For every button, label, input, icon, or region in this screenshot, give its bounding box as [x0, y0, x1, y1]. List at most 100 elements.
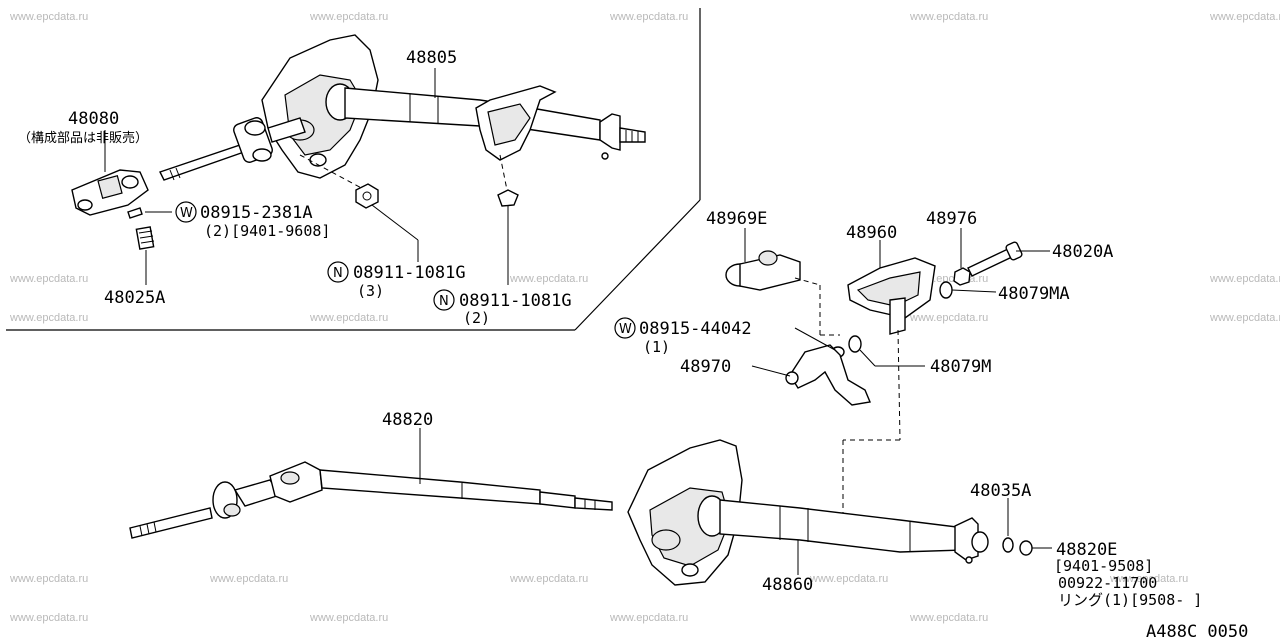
label-08911-1081G-a-qty: (3)	[357, 282, 384, 300]
joint-cap	[77, 199, 93, 211]
label-08911-1081G-b-qty: (2)	[463, 309, 490, 327]
bolt-48020A	[967, 247, 1015, 277]
shaft-end-collar	[599, 113, 621, 151]
washer-symbol: W	[175, 201, 197, 223]
bolt-48020A-head	[1005, 241, 1023, 261]
clamp-48969E-body	[739, 254, 801, 291]
label-48020A: 48020A	[1052, 242, 1113, 262]
bracket-group	[725, 241, 1023, 520]
clip-nut	[497, 189, 519, 207]
column-tube	[344, 87, 601, 141]
lower-bracket-hole	[681, 563, 699, 577]
lower-bracket-hole	[651, 529, 681, 551]
watermark: www.epcdata.ru	[609, 612, 688, 624]
intermediate-shaft	[159, 144, 246, 181]
label-08915-2381A-qty: (2)[9401-9608]	[204, 222, 330, 240]
label-08915-2381A: 08915-2381A	[200, 203, 313, 223]
label-48805: 48805	[406, 48, 457, 68]
label-48080: 48080	[68, 109, 119, 129]
label-ring-note: リング(1)[9508- ]	[1058, 591, 1202, 609]
bracket-48960-tab	[889, 297, 906, 335]
small-screw	[965, 556, 973, 564]
lever-48970	[789, 344, 871, 406]
watermark: www.epcdata.ru	[309, 612, 388, 624]
label-00922-11700: 00922-11700	[1058, 574, 1157, 592]
nut-symbol: N	[433, 289, 455, 311]
nut-symbol: N	[327, 261, 349, 283]
label-08915-44042-qty: (1)	[643, 338, 670, 356]
watermark: www.epcdata.ru	[309, 312, 388, 324]
label-08911-1081G-b: 08911-1081G	[459, 291, 572, 311]
watermarks: www.epcdata.ru www.epcdata.ru www.epcdat…	[9, 11, 1280, 624]
shaft-tube-48820	[319, 469, 541, 505]
drawing-code: A488C 0050	[1146, 622, 1248, 640]
joint-cap	[121, 175, 139, 189]
yoke-connector	[267, 117, 306, 143]
nut-48976	[953, 267, 971, 286]
watermark: www.epcdata.ru	[1209, 11, 1280, 23]
clamp-48969E-knob	[758, 250, 778, 266]
label-48079M: 48079M	[930, 357, 991, 377]
joint-assembly-48080	[71, 169, 155, 250]
watermark: www.epcdata.ru	[9, 573, 88, 585]
yoke-cap	[252, 148, 272, 162]
watermark: www.epcdata.ru	[909, 312, 988, 324]
watermark: www.epcdata.ru	[9, 612, 88, 624]
shaft-tube-48820-tip	[574, 497, 613, 511]
label-48035A: 48035A	[970, 481, 1031, 501]
nut-symbol-letter: N	[333, 266, 343, 281]
watermark: www.epcdata.ru	[509, 573, 588, 585]
watermark: www.epcdata.ru	[1209, 312, 1280, 324]
column-tube-48860-opening	[971, 531, 989, 553]
lever-pivot	[785, 371, 799, 385]
upper-joint-cap	[280, 471, 300, 485]
ring-48035A	[1002, 537, 1014, 553]
label-48860: 48860	[762, 575, 813, 595]
washer-symbol-letter: W	[619, 322, 632, 337]
label-48079MA: 48079MA	[998, 284, 1070, 304]
leader-lines-bracket	[744, 228, 1050, 377]
label-48969E: 48969E	[706, 209, 767, 229]
bolt-48025A	[135, 226, 155, 250]
watermark: www.epcdata.ru	[1109, 573, 1188, 585]
column-tube-48860-end	[954, 517, 979, 561]
column-assembly-48860	[627, 439, 1052, 586]
watermark: www.epcdata.ru	[809, 573, 888, 585]
watermark: www.epcdata.ru	[609, 11, 688, 23]
label-48960: 48960	[846, 223, 897, 243]
lower-joint-cap	[223, 503, 241, 517]
watermark: www.epcdata.ru	[509, 273, 588, 285]
shaft-tube-48820-end	[539, 491, 576, 509]
nut-08911-b	[497, 189, 519, 207]
label-08911-1081G-a: 08911-1081G	[353, 263, 466, 283]
nut-symbol-letter: N	[439, 294, 449, 309]
yoke-cap	[244, 120, 266, 136]
washer-symbol: W	[614, 317, 636, 339]
label-48080-note: （構成部品は非販売）	[18, 130, 148, 146]
watermark: www.epcdata.ru	[209, 573, 288, 585]
watermark: www.epcdata.ru	[309, 11, 388, 23]
label-48970: 48970	[680, 357, 731, 377]
label-48025A: 48025A	[104, 288, 165, 308]
hex-nut	[355, 183, 379, 209]
watermark: www.epcdata.ru	[9, 11, 88, 23]
label-48820E-range: [9401-9508]	[1054, 557, 1153, 575]
label-48976: 48976	[926, 209, 977, 229]
label-48820E: 48820E	[1056, 540, 1117, 560]
inset-border	[6, 8, 701, 331]
watermark: www.epcdata.ru	[9, 273, 88, 285]
washer-48079MA	[939, 281, 953, 299]
watermark: www.epcdata.ru	[9, 312, 88, 324]
nut-08911-a	[355, 183, 379, 209]
watermark: www.epcdata.ru	[909, 11, 988, 23]
washer-symbol-letter: W	[180, 206, 193, 221]
small-screw	[601, 152, 609, 160]
watermark: www.epcdata.ru	[909, 612, 988, 624]
lower-shaft-48820	[129, 428, 613, 539]
watermark: www.epcdata.ru	[1209, 273, 1280, 285]
washer-small	[127, 207, 143, 219]
tube-mount-face	[487, 103, 531, 146]
upper-column-assembly	[159, 34, 646, 196]
label-48820: 48820	[382, 410, 433, 430]
